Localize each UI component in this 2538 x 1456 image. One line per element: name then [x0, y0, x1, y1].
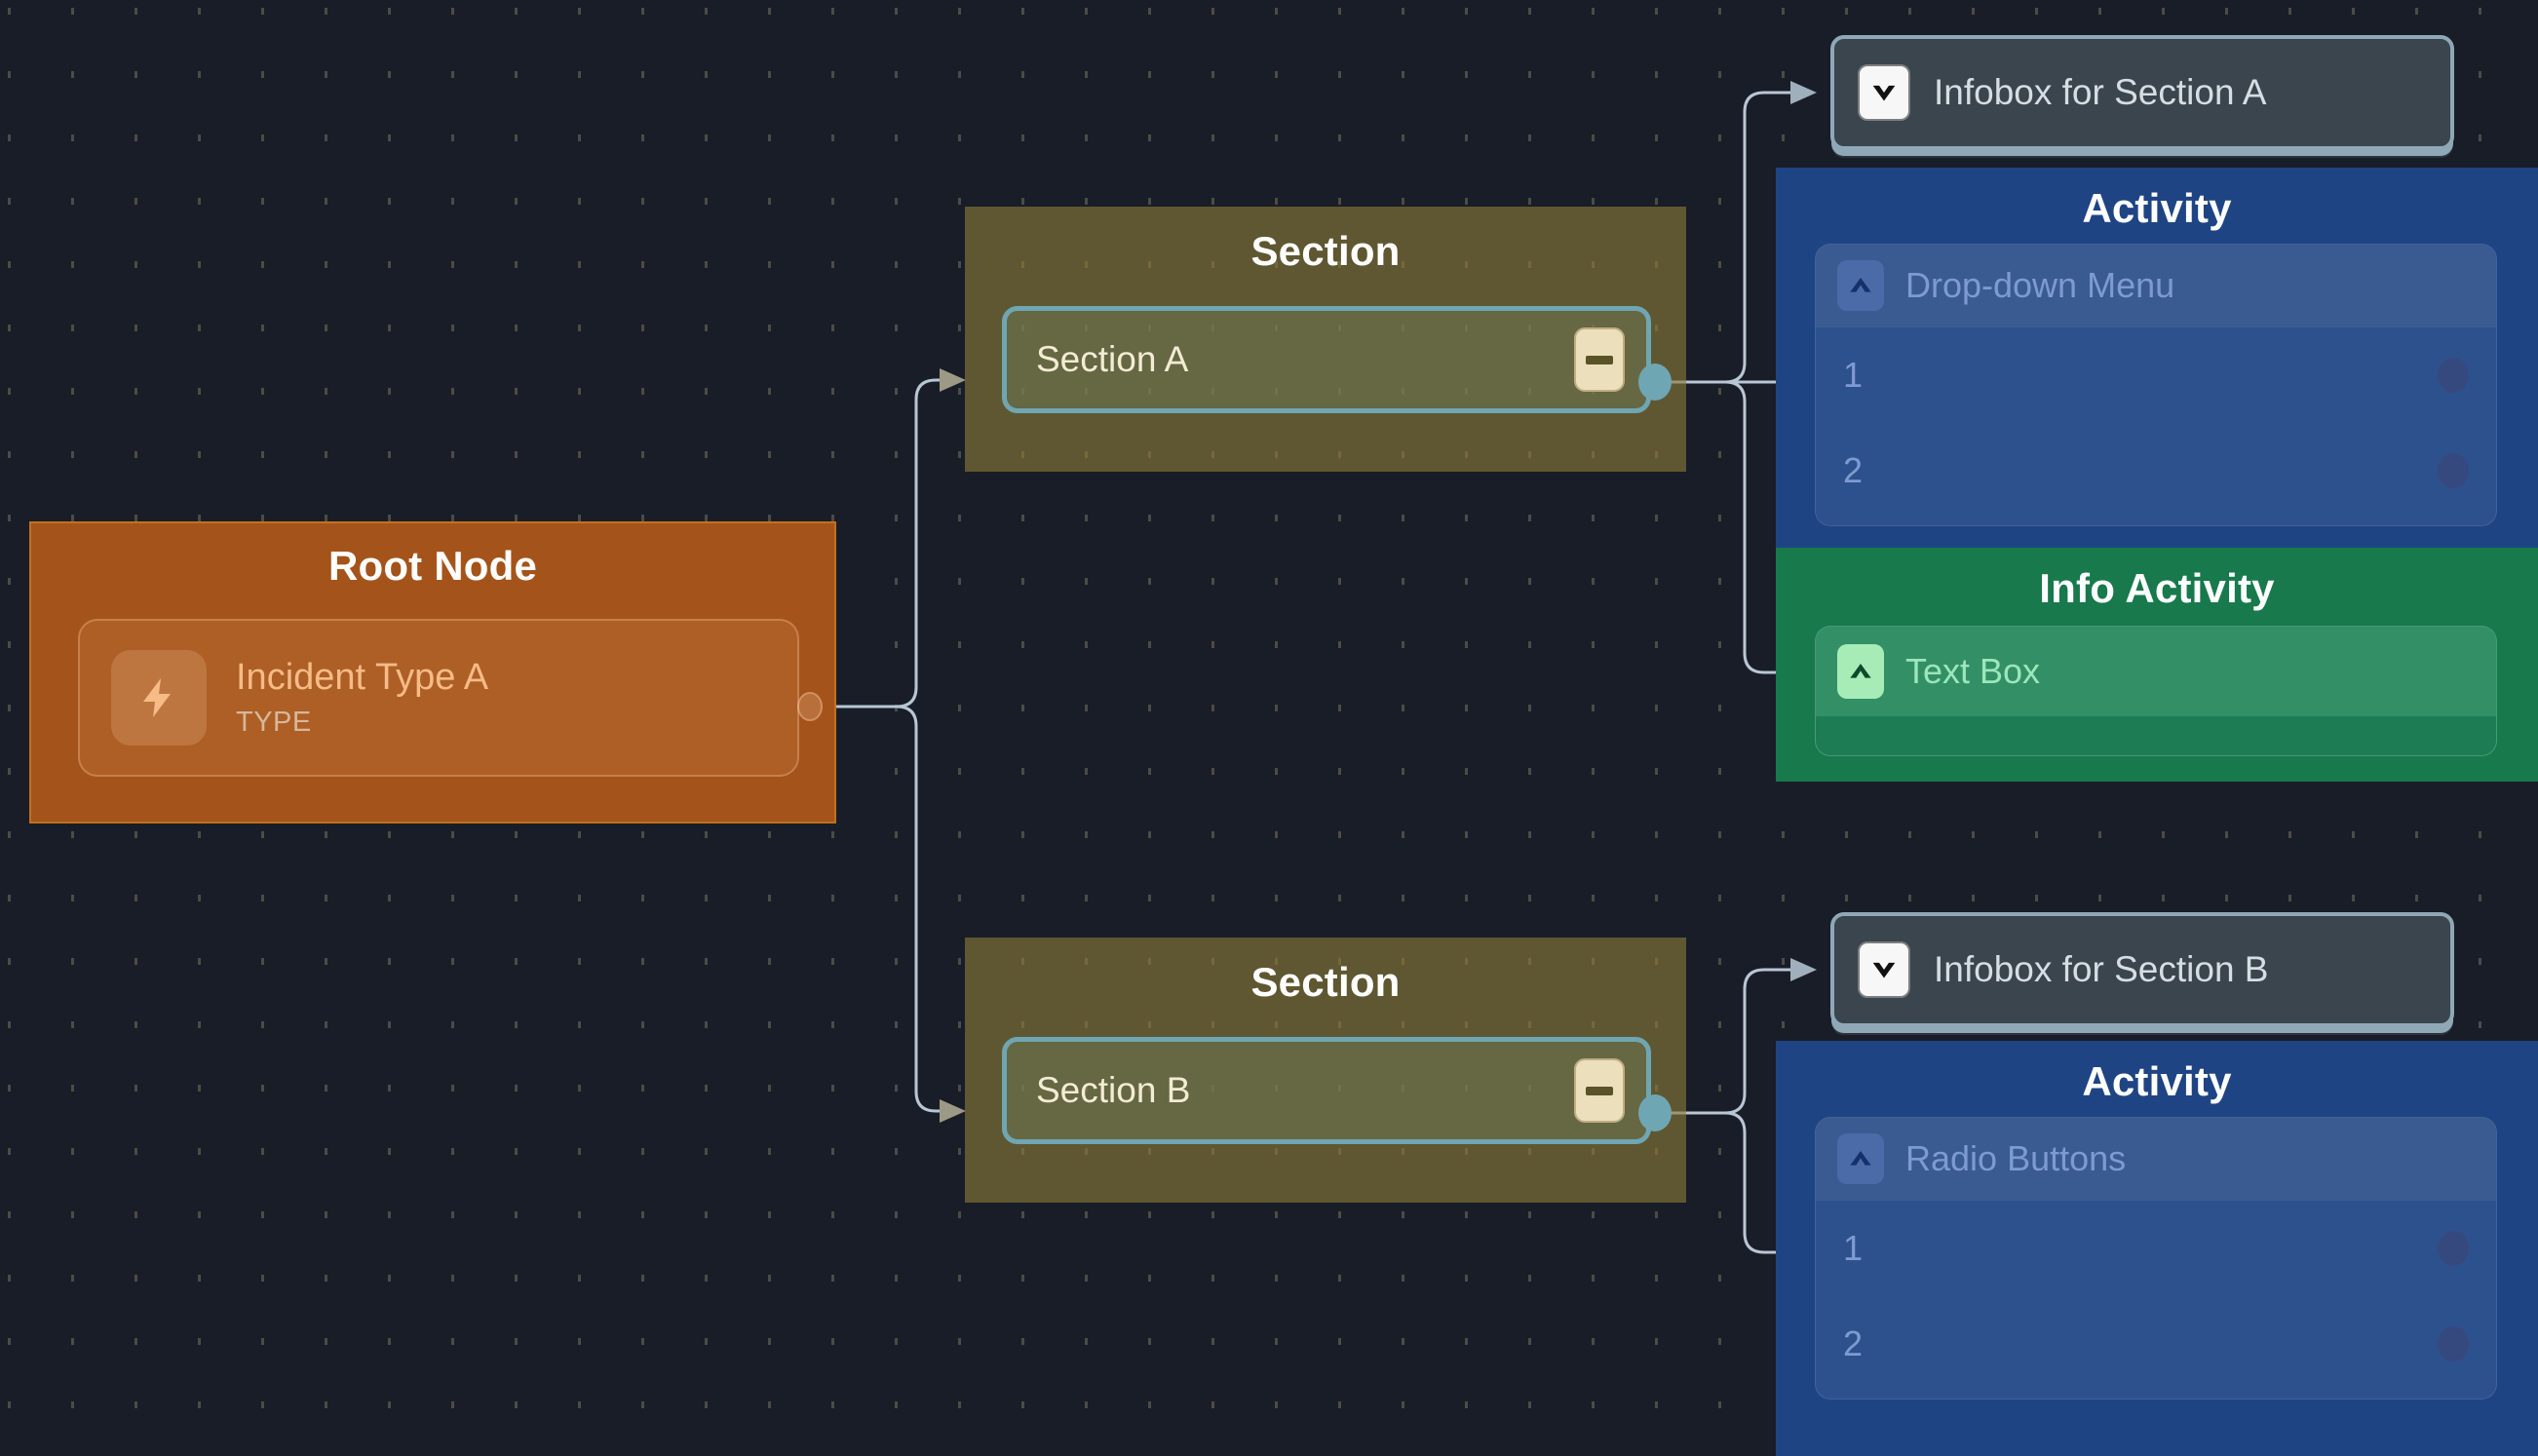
- node-activity-b[interactable]: Activity Radio Buttons 1 2: [1776, 1041, 2538, 1456]
- infobox-b-label: Infobox for Section B: [1934, 949, 2269, 989]
- node-section-a[interactable]: Section Section A: [965, 207, 1686, 472]
- activity-row-handle[interactable]: [2438, 1326, 2469, 1361]
- activity-b-title: Activity: [2082, 1058, 2232, 1104]
- section-a-title: Section: [1250, 228, 1401, 274]
- root-field-sublabel: TYPE: [236, 707, 312, 739]
- info-activity-header-label: Text Box: [1905, 651, 2041, 691]
- activity-b-header[interactable]: Radio Buttons: [1816, 1118, 2496, 1200]
- section-b-title: Section: [1250, 959, 1401, 1005]
- activity-row[interactable]: 1: [1816, 1201, 2496, 1296]
- activity-row-handle[interactable]: [2438, 1231, 2469, 1266]
- activity-row-label: 1: [1843, 355, 1864, 395]
- activity-b-panel[interactable]: Radio Buttons 1 2: [1815, 1117, 2497, 1399]
- activity-a-title: Activity: [2082, 185, 2232, 231]
- minus-icon[interactable]: [1574, 1058, 1625, 1123]
- activity-row-label: 1: [1843, 1228, 1864, 1268]
- activity-a-panel[interactable]: Drop-down Menu 1 2: [1815, 244, 2497, 526]
- info-activity-panel[interactable]: Text Box: [1815, 626, 2497, 756]
- activity-row-label: 2: [1843, 1323, 1864, 1363]
- chevron-down-icon[interactable]: [1858, 64, 1910, 121]
- node-activity-a[interactable]: Activity Drop-down Menu 1 2: [1776, 168, 2538, 548]
- activity-a-rows: 1 2: [1816, 326, 2496, 518]
- minus-bar: [1586, 1086, 1613, 1095]
- node-info-activity[interactable]: Info Activity Text Box: [1776, 548, 2538, 782]
- activity-a-header[interactable]: Drop-down Menu: [1816, 245, 2496, 326]
- chevron-up-icon[interactable]: [1837, 644, 1884, 699]
- node-section-b[interactable]: Section Section B: [965, 938, 1686, 1203]
- node-infobox-b[interactable]: Infobox for Section B: [1830, 912, 2454, 1027]
- activity-a-header-label: Drop-down Menu: [1905, 265, 2175, 305]
- activity-row-label: 2: [1843, 450, 1864, 490]
- chevron-up-icon[interactable]: [1837, 1133, 1884, 1184]
- activity-b-rows: 1 2: [1816, 1200, 2496, 1392]
- infobox-a-label: Infobox for Section A: [1934, 72, 2267, 112]
- edge-root-to-section-a: [823, 368, 966, 709]
- minus-bar: [1586, 355, 1613, 364]
- section-a-label: Section A: [1036, 339, 1189, 379]
- node-root[interactable]: Root Node Incident Type A TYPE: [29, 521, 836, 824]
- activity-row-handle[interactable]: [2438, 453, 2469, 488]
- section-b-label: Section B: [1036, 1070, 1191, 1110]
- activity-b-header-label: Radio Buttons: [1905, 1138, 2127, 1178]
- chevron-up-icon[interactable]: [1837, 260, 1884, 311]
- node-infobox-a[interactable]: Infobox for Section A: [1830, 35, 2454, 150]
- root-field[interactable]: Incident Type A TYPE: [78, 619, 799, 777]
- info-activity-textbox[interactable]: [1816, 716, 2496, 755]
- root-node-title: Root Node: [327, 543, 538, 589]
- lightning-bolt-icon: [111, 650, 207, 746]
- section-b-source-handle[interactable]: [1638, 1094, 1672, 1131]
- chevron-down-icon[interactable]: [1858, 941, 1910, 998]
- section-a-source-handle[interactable]: [1638, 364, 1672, 401]
- activity-row-handle[interactable]: [2438, 358, 2469, 393]
- edge-root-to-section-b: [823, 705, 966, 1123]
- activity-row[interactable]: 2: [1816, 1296, 2496, 1392]
- section-b-field[interactable]: Section B: [1002, 1037, 1651, 1144]
- root-source-handle[interactable]: [797, 692, 823, 721]
- activity-row[interactable]: 1: [1816, 327, 2496, 423]
- info-activity-header[interactable]: Text Box: [1816, 627, 2496, 716]
- activity-row[interactable]: 2: [1816, 423, 2496, 518]
- info-activity-title: Info Activity: [2039, 565, 2275, 611]
- root-field-label: Incident Type A: [236, 656, 489, 698]
- minus-icon[interactable]: [1574, 327, 1625, 392]
- section-a-field[interactable]: Section A: [1002, 306, 1651, 413]
